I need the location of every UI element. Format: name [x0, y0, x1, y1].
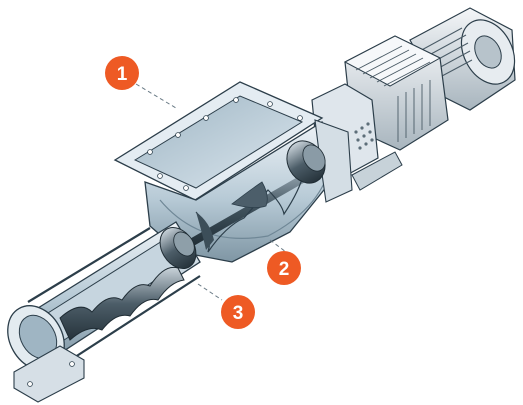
callout-2: 2 [267, 251, 301, 285]
callout-1: 1 [105, 56, 139, 90]
callout-3: 3 [221, 295, 255, 329]
outlet-flange [7, 305, 85, 403]
pump-rotor [59, 227, 197, 341]
callout-label: 2 [279, 259, 290, 280]
feed-auger-screw [178, 140, 326, 253]
callout-label: 1 [117, 64, 128, 85]
callout-label: 3 [233, 303, 244, 324]
callout-leaders [135, 83, 287, 301]
